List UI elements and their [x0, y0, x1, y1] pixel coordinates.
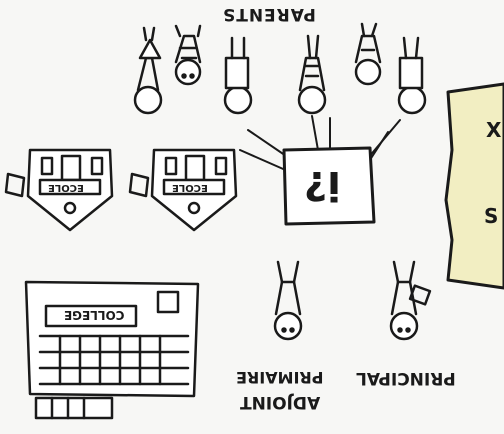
- label-ecole-1: ECOLE: [48, 182, 84, 193]
- parent-figure-4: [299, 36, 325, 113]
- parent-figure-6: [399, 38, 425, 113]
- parent-figure-2: [176, 26, 200, 84]
- parent-figure-5: [356, 24, 380, 84]
- college-building: [26, 282, 198, 418]
- label-ecole-2: ECOLE: [172, 182, 208, 193]
- label-primaire: PRIMAIRE: [236, 368, 324, 387]
- yellow-note: [446, 84, 504, 288]
- parent-figure-1: [135, 28, 161, 113]
- principal-figure: [391, 262, 430, 339]
- parent-figure-3: [225, 38, 251, 113]
- note-letter-1: X: [486, 118, 501, 142]
- label-college: COLLEGE: [64, 308, 125, 322]
- label-parents: PARENTS: [222, 4, 316, 24]
- label-principal: PRINCIPAL: [356, 368, 456, 388]
- note-letter-2: S: [484, 204, 498, 228]
- label-adjoint: ADJOINT: [240, 392, 320, 412]
- label-logo: i?: [304, 162, 341, 208]
- adjoint-figure: [275, 262, 301, 339]
